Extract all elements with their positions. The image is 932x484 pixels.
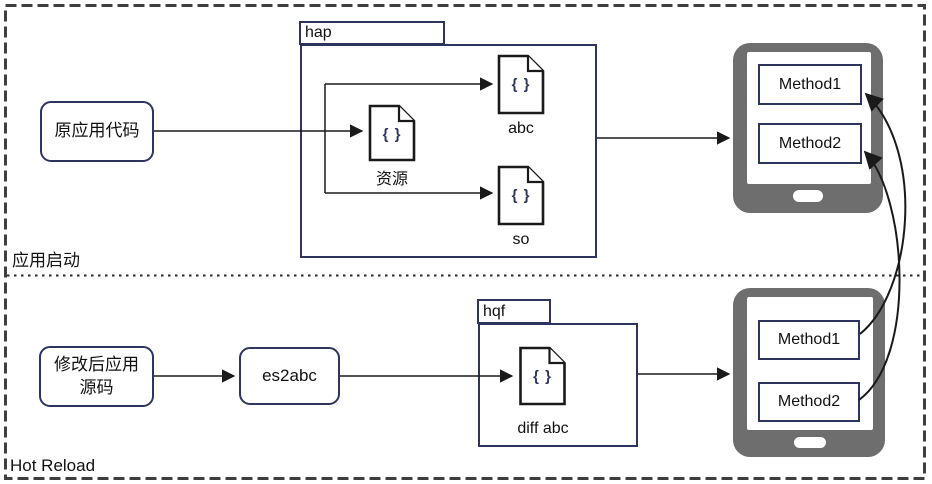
device-top: Method1 Method2 xyxy=(733,43,883,213)
diff-abc-file-label: diff abc xyxy=(517,420,569,437)
diff-abc-file-icon: { } xyxy=(517,345,568,407)
device-top-method2-box: Method2 xyxy=(758,123,862,164)
es2abc-label: es2abc xyxy=(262,365,317,385)
hap-folder-label: hap xyxy=(305,24,332,41)
modified-source-line1: 修改后应用 xyxy=(54,355,139,375)
braces-glyph: { } xyxy=(382,126,402,143)
home-button-icon xyxy=(793,190,823,202)
device-bottom-method2-box: Method2 xyxy=(758,382,860,422)
so-file-label: so xyxy=(512,231,530,248)
hap-folder-body xyxy=(300,44,597,258)
hqf-folder-tab: hqf xyxy=(477,299,551,324)
home-button-icon xyxy=(794,437,826,448)
method1-label: Method1 xyxy=(778,75,842,93)
section-label-app-launch: 应用启动 xyxy=(12,251,80,270)
resource-file-label: 资源 xyxy=(375,171,408,188)
braces-glyph: { } xyxy=(533,368,552,385)
abc-file-icon: { } xyxy=(496,53,546,116)
method2-label: Method2 xyxy=(778,134,842,152)
modified-source-line2: 源码 xyxy=(79,377,114,397)
braces-glyph: { } xyxy=(511,76,531,93)
es2abc-box: es2abc xyxy=(239,347,340,405)
method1-label: Method1 xyxy=(777,331,841,348)
modified-source-box: 修改后应用 源码 xyxy=(39,346,154,407)
method2-label: Method2 xyxy=(777,393,841,410)
original-app-code-box: 原应用代码 xyxy=(40,101,154,162)
device-bottom: Method1 Method2 xyxy=(733,288,885,457)
device-top-method1-box: Method1 xyxy=(758,64,862,105)
hap-folder-tab: hap xyxy=(299,21,445,45)
device-bottom-method1-box: Method1 xyxy=(758,320,860,360)
resource-file-icon: { } xyxy=(367,103,417,163)
hqf-folder-label: hqf xyxy=(483,302,506,320)
section-label-hot-reload: Hot Reload xyxy=(10,456,96,475)
original-app-code-label: 原应用代码 xyxy=(54,121,140,141)
abc-file-label: abc xyxy=(508,120,534,137)
so-file-icon: { } xyxy=(496,164,546,227)
braces-glyph: { } xyxy=(511,187,531,204)
